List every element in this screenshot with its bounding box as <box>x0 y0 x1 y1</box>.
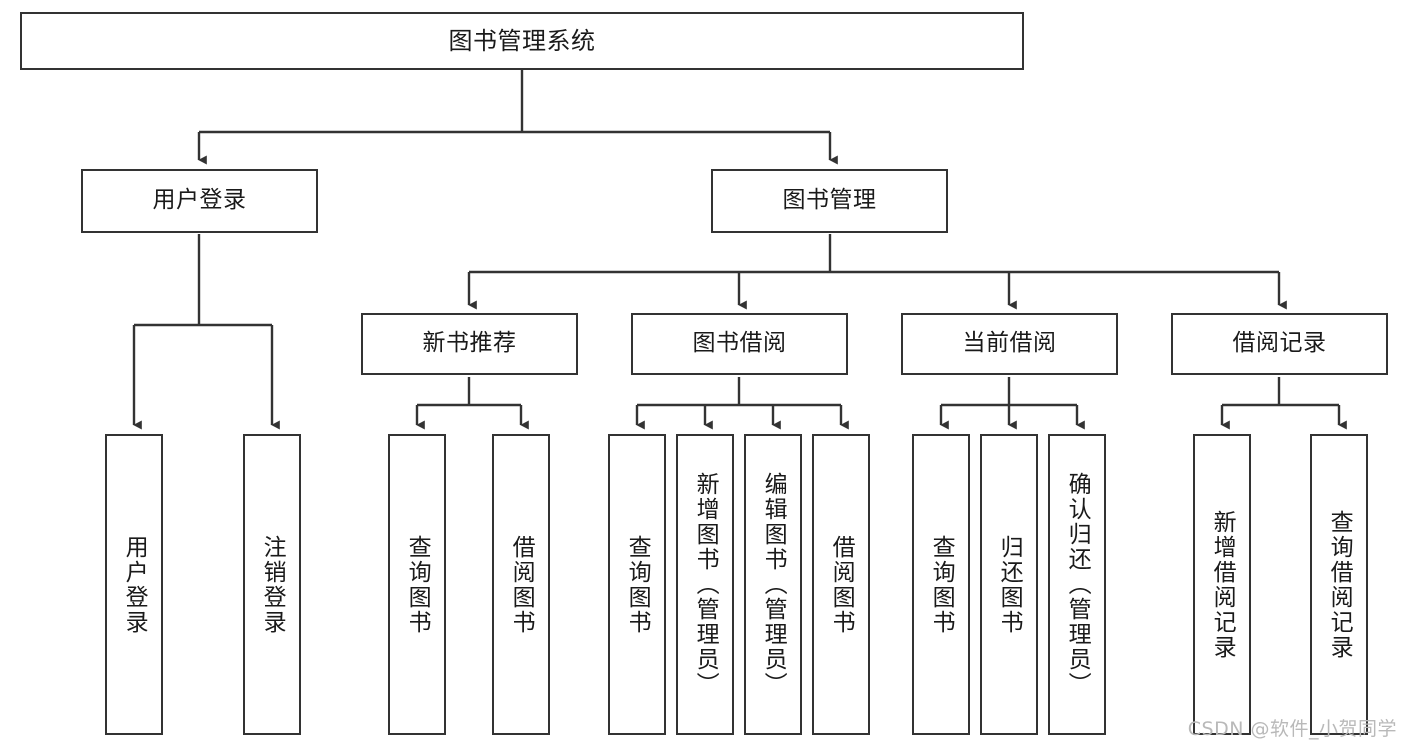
node-leaf-query-book-1[interactable]: 查询图书 <box>388 434 446 735</box>
node-borrow-record-label: 借阅记录 <box>1232 330 1327 357</box>
node-leaf-borrow-book-2[interactable]: 借阅图书 <box>812 434 870 735</box>
node-leaf-query-record[interactable]: 查询借阅记录 <box>1310 434 1368 735</box>
node-leaf-add-record[interactable]: 新增借阅记录 <box>1193 434 1251 735</box>
node-leaf-query-book-2[interactable]: 查询图书 <box>608 434 666 735</box>
node-leaf-edit-book-label: 编辑图书（管理员） <box>760 472 787 697</box>
node-current-borrow-label: 当前借阅 <box>962 330 1057 357</box>
node-new-book-recommend-label: 新书推荐 <box>422 330 517 357</box>
node-book-manage[interactable]: 图书管理 <box>711 169 948 233</box>
node-leaf-return-book[interactable]: 归还图书 <box>980 434 1038 735</box>
node-leaf-add-book[interactable]: 新增图书（管理员） <box>676 434 734 735</box>
node-leaf-confirm-return[interactable]: 确认归还（管理员） <box>1048 434 1106 735</box>
node-leaf-return-book-label: 归还图书 <box>996 534 1023 635</box>
node-leaf-edit-book[interactable]: 编辑图书（管理员） <box>744 434 802 735</box>
node-leaf-query-book-1-label: 查询图书 <box>404 534 431 635</box>
node-leaf-query-book-3[interactable]: 查询图书 <box>912 434 970 735</box>
node-leaf-confirm-return-label: 确认归还（管理员） <box>1064 472 1091 697</box>
node-borrow-record[interactable]: 借阅记录 <box>1171 313 1388 375</box>
node-book-borrow[interactable]: 图书借阅 <box>631 313 848 375</box>
node-root-label: 图书管理系统 <box>448 26 596 55</box>
node-leaf-query-book-2-label: 查询图书 <box>624 534 651 635</box>
node-leaf-borrow-book-1-label: 借阅图书 <box>508 534 535 635</box>
node-leaf-add-book-label: 新增图书（管理员） <box>692 472 719 697</box>
node-leaf-query-record-label: 查询借阅记录 <box>1326 509 1353 660</box>
node-leaf-query-book-3-label: 查询图书 <box>928 534 955 635</box>
node-current-borrow[interactable]: 当前借阅 <box>901 313 1118 375</box>
node-root[interactable]: 图书管理系统 <box>20 12 1024 70</box>
node-leaf-logout-login[interactable]: 注销登录 <box>243 434 301 735</box>
node-leaf-borrow-book-2-label: 借阅图书 <box>828 534 855 635</box>
node-user-login-label: 用户登录 <box>152 187 247 214</box>
node-leaf-user-login-label: 用户登录 <box>121 534 148 635</box>
node-leaf-add-record-label: 新增借阅记录 <box>1209 509 1236 660</box>
node-user-login[interactable]: 用户登录 <box>81 169 318 233</box>
watermark: CSDN @软件_小贺同学 <box>1187 718 1397 740</box>
node-new-book-recommend[interactable]: 新书推荐 <box>361 313 578 375</box>
node-book-borrow-label: 图书借阅 <box>692 330 787 357</box>
node-leaf-logout-login-label: 注销登录 <box>259 534 286 635</box>
node-leaf-borrow-book-1[interactable]: 借阅图书 <box>492 434 550 735</box>
node-leaf-user-login[interactable]: 用户登录 <box>105 434 163 735</box>
node-book-manage-label: 图书管理 <box>782 187 877 214</box>
